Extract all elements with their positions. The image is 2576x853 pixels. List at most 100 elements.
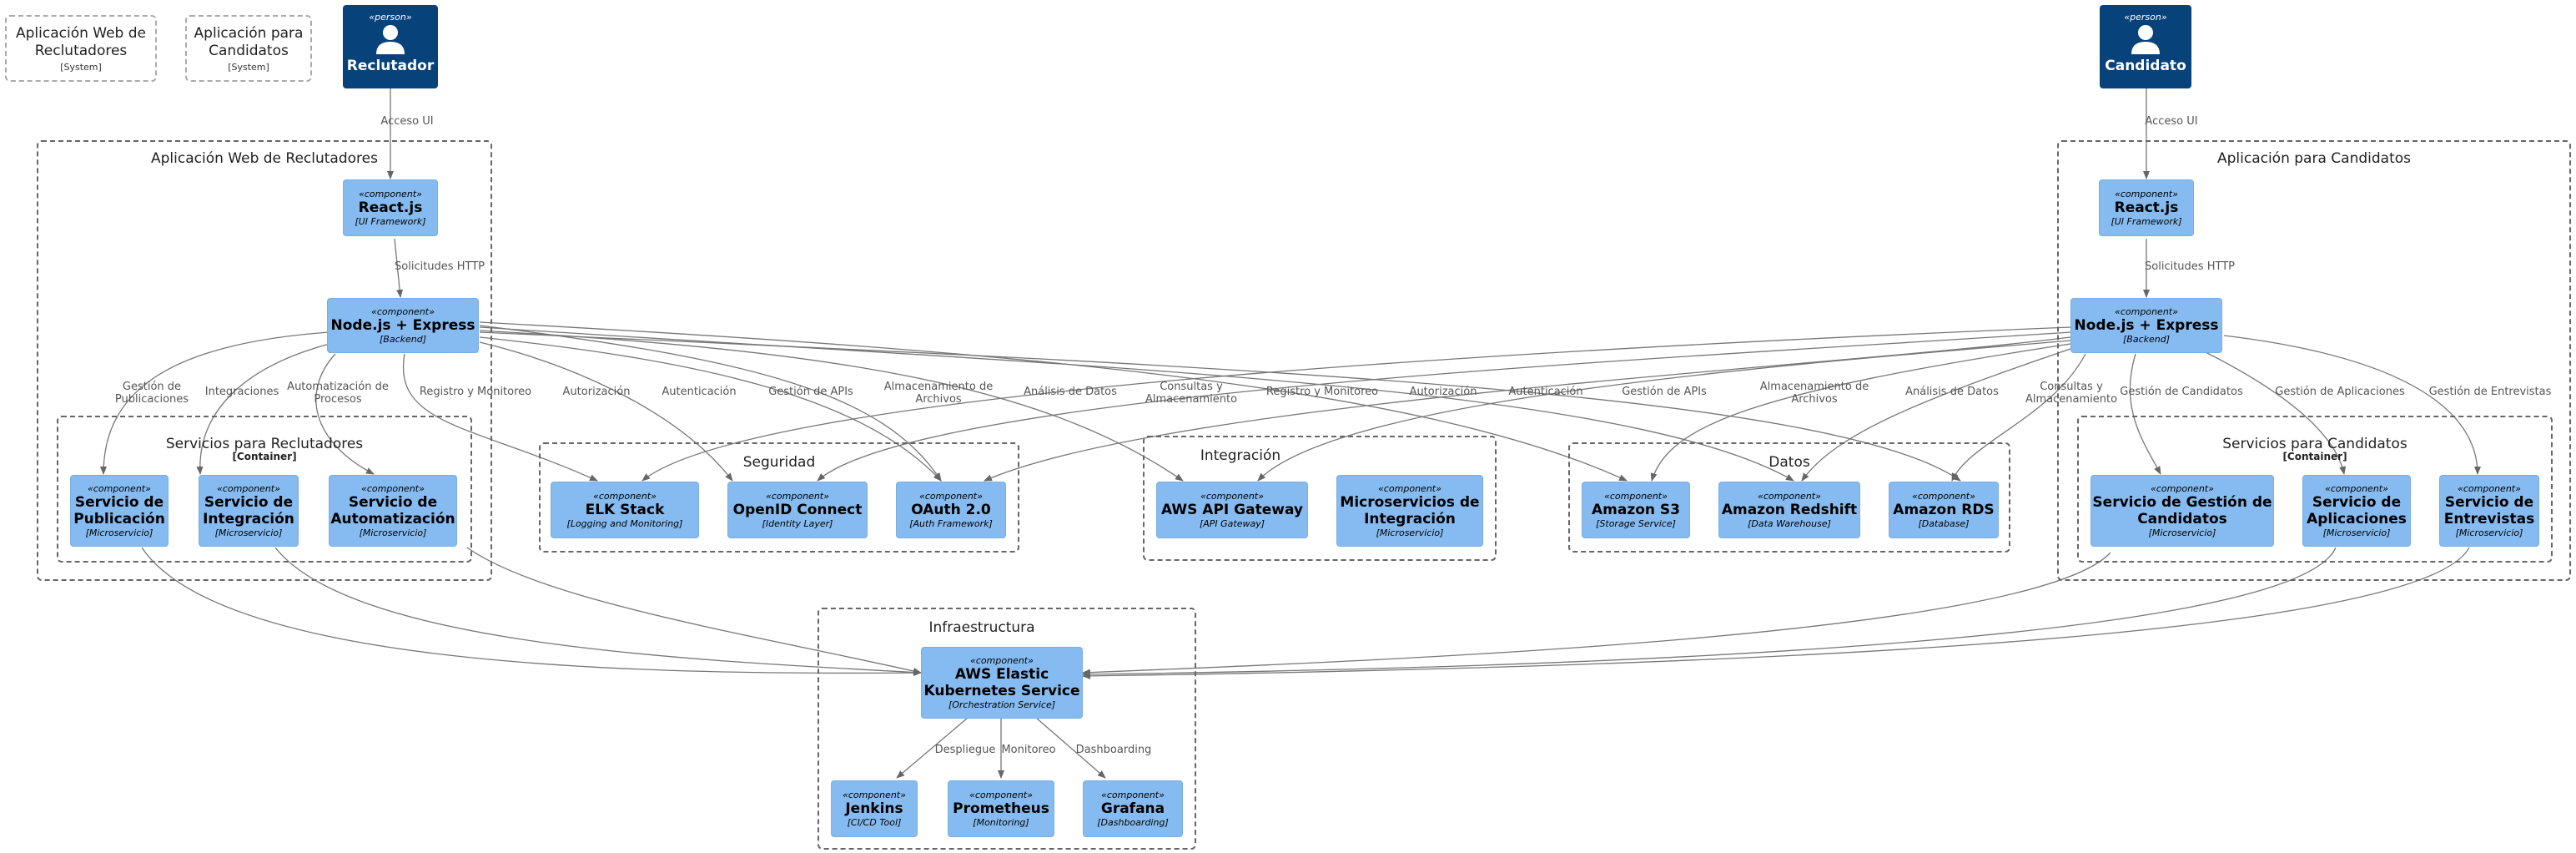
boundary-servicios-candidatos: Servicios para Candidatos [Container] — [2077, 416, 2553, 563]
component-tech: [Backend] — [379, 334, 426, 345]
component-stereotype: «component» — [766, 491, 829, 502]
component-stereotype: «component» — [2325, 483, 2388, 494]
boundary-seguridad: Seguridad — [539, 442, 1019, 553]
component-node-reclutadores[interactable]: «component» Node.js + Express [Backend] — [327, 298, 479, 353]
component-tech: [Microservicio] — [359, 527, 427, 538]
component-servicio-automatizacion[interactable]: «component» Servicio de Automatización [… — [329, 475, 457, 547]
component-tech: [Data Warehouse] — [1748, 518, 1831, 529]
component-amazon-s3[interactable]: «component» Amazon S3 [Storage Service] — [1582, 482, 1690, 538]
component-name: Servicio de Automatización — [330, 494, 455, 527]
component-name: Prometheus — [953, 800, 1049, 817]
component-node-candidatos[interactable]: «component» Node.js + Express [Backend] — [2070, 298, 2222, 353]
component-elk-stack[interactable]: «component» ELK Stack [Logging and Monit… — [551, 482, 699, 538]
edge-label-gestion-aplicaciones: Gestión de Aplicaciones — [2275, 386, 2405, 398]
edge-label-autorizacion-candidato: Autorización — [1409, 386, 1477, 398]
edge-label-registro: Registro y Monitoreo — [419, 386, 532, 398]
edge-label-autenticacion-candidato: Autenticación — [1508, 386, 1583, 398]
component-react-candidatos[interactable]: «component» React.js [UI Framework] — [2099, 179, 2194, 236]
component-stereotype: «component» — [1604, 491, 1668, 502]
boundary-subtitle: [Container] — [232, 451, 297, 462]
component-tech: [Database] — [1918, 518, 1970, 529]
edge-label-analisis: Análisis de Datos — [1024, 386, 1117, 398]
component-name: Node.js + Express — [330, 317, 475, 334]
edge-label-consultas-candidato: Consultas y Almacenamiento — [2025, 381, 2118, 406]
component-microservicios-integracion[interactable]: «component» Microservicios de Integració… — [1336, 475, 1483, 547]
boundary-title: Servicios para Reclutadores — [165, 436, 364, 452]
edge-label-autenticacion: Autenticación — [662, 386, 737, 398]
component-grafana[interactable]: «component» Grafana [Dashboarding] — [1083, 780, 1183, 837]
boundary-servicios-reclutadores: Servicios para Reclutadores [Container] — [57, 416, 472, 563]
component-stereotype: «component» — [843, 790, 906, 800]
person-name: Reclutador — [346, 58, 435, 74]
component-servicio-entrevistas[interactable]: «component» Servicio de Entrevistas [Mic… — [2439, 475, 2539, 547]
component-name: Amazon RDS — [1893, 502, 1995, 518]
component-tech: [API Gateway] — [1199, 518, 1265, 529]
boundary-app-candidatos: Aplicación para Candidatos — [2057, 140, 2571, 581]
boundary-datos: Datos — [1568, 442, 2010, 553]
component-stereotype: «component» — [2151, 483, 2214, 494]
edge-label-automatizacion: Automatización de Procesos — [287, 381, 389, 406]
component-name: Servicio de Publicación — [73, 494, 165, 527]
component-stereotype: «component» — [2458, 483, 2521, 494]
component-tech: [UI Framework] — [355, 216, 426, 227]
boundary-title: Infraestructura — [928, 619, 1035, 636]
edge-label-consultas: Consultas y Almacenamiento — [1145, 381, 1238, 406]
component-name: Microservicios de Integración — [1340, 494, 1480, 527]
boundary-title: Integración — [1200, 447, 1281, 464]
component-servicio-aplicaciones[interactable]: «component» Servicio de Aplicaciones [Mi… — [2302, 475, 2411, 547]
component-oauth[interactable]: «component» OAuth 2.0 [Auth Framework] — [896, 482, 1006, 538]
person-candidato[interactable]: «person» Candidato — [2100, 5, 2191, 88]
component-name: AWS Elastic Kubernetes Service — [923, 666, 1080, 699]
component-tech: [Logging and Monitoring] — [566, 518, 683, 529]
edge-label-dashboarding: Dashboarding — [1075, 744, 1152, 756]
component-tech: [Backend] — [2122, 334, 2170, 345]
component-tech: [UI Framework] — [2111, 216, 2182, 227]
component-openid-connect[interactable]: «component» OpenID Connect [Identity Lay… — [727, 482, 868, 538]
system-name: Reclutadores — [34, 42, 128, 59]
component-react-reclutadores[interactable]: «component» React.js [UI Framework] — [343, 179, 438, 236]
system-app-candidatos[interactable]: Aplicación para Candidatos [System] — [185, 15, 312, 82]
component-name: Node.js + Express — [2074, 317, 2219, 334]
component-stereotype: «component» — [371, 306, 435, 317]
component-prometheus[interactable]: «component» Prometheus [Monitoring] — [948, 780, 1054, 837]
component-stereotype: «component» — [217, 483, 280, 494]
person-icon — [2131, 25, 2160, 54]
boundary-web-reclutadores: Aplicación Web de Reclutadores — [37, 140, 492, 581]
component-name: Jenkins — [845, 800, 903, 817]
boundary-infraestructura: Infraestructura — [818, 608, 1196, 850]
component-amazon-rds[interactable]: «component» Amazon RDS [Database] — [1889, 482, 1999, 538]
component-servicio-gestion-candidatos[interactable]: «component» Servicio de Gestión de Candi… — [2090, 475, 2274, 547]
component-stereotype: «component» — [1101, 790, 1165, 800]
component-stereotype: «component» — [88, 483, 151, 494]
edge-label-monitoreo: Monitoreo — [1001, 744, 1056, 756]
component-tech: [Microservicio] — [85, 527, 153, 538]
component-servicio-integracion[interactable]: «component» Servicio de Integración [Mic… — [199, 475, 299, 547]
component-name: React.js — [2114, 199, 2179, 216]
edge-label-almacenamiento-candidato: Almacenamiento de Archivos — [1759, 381, 1869, 406]
component-servicio-publicacion[interactable]: «component» Servicio de Publicación [Mic… — [70, 475, 169, 547]
edge-label-gestion-apis: Gestión de APIs — [768, 386, 853, 398]
component-aws-api-gateway[interactable]: «component» AWS API Gateway [API Gateway… — [1156, 482, 1308, 538]
component-stereotype: «component» — [359, 189, 422, 199]
edge-label-analisis-candidato: Análisis de Datos — [1905, 386, 1999, 398]
component-stereotype: «component» — [2115, 306, 2178, 317]
component-stereotype: «component» — [2115, 189, 2178, 199]
component-name: Servicio de Integración — [203, 494, 294, 527]
boundary-subtitle: [Container] — [2282, 451, 2347, 462]
component-tech: [Dashboarding] — [1097, 817, 1169, 828]
person-stereotype: «person» — [369, 12, 412, 23]
component-aws-eks[interactable]: «component» AWS Elastic Kubernetes Servi… — [921, 647, 1083, 719]
system-web-reclutadores[interactable]: Aplicación Web de Reclutadores [System] — [5, 15, 157, 82]
component-jenkins[interactable]: «component» Jenkins [CI/CD Tool] — [831, 780, 918, 837]
component-name: ELK Stack — [585, 502, 665, 518]
edge-label-acceso-ui: Acceso UI — [380, 115, 434, 128]
component-tech: [Microservicio] — [2148, 527, 2216, 538]
component-amazon-redshift[interactable]: «component» Amazon Redshift [Data Wareho… — [1718, 482, 1860, 538]
person-reclutador[interactable]: «person» Reclutador — [343, 5, 438, 88]
component-stereotype: «component» — [970, 655, 1034, 666]
component-tech: [Microservicio] — [214, 527, 283, 538]
edge-label-gestion-publicaciones: Gestión de Publicaciones — [114, 381, 189, 406]
person-icon — [376, 25, 405, 54]
component-name: Grafana — [1100, 800, 1165, 817]
